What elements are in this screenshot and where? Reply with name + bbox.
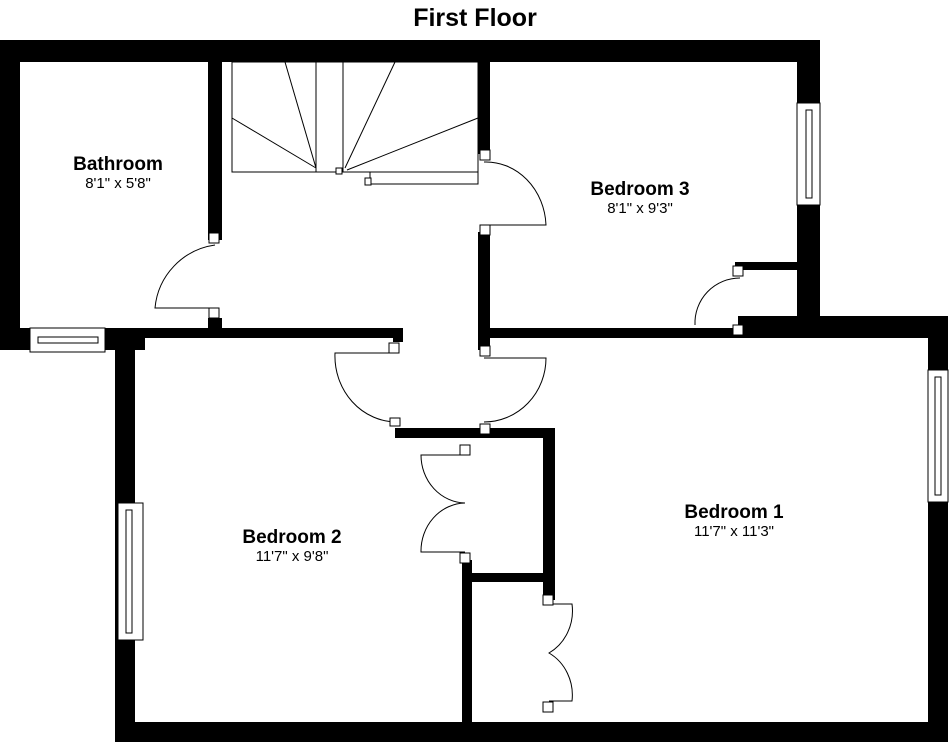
room-bedroom2: Bedroom 2 11'7" x 9'8"	[242, 527, 341, 565]
room-bathroom: Bathroom 8'1" x 5'8"	[73, 154, 163, 192]
door-cupboard-bedroom1	[542, 594, 573, 713]
room-size: 8'1" x 5'8"	[85, 175, 151, 192]
doors	[154, 149, 744, 713]
room-bedroom3: Bedroom 3 8'1" x 9'3"	[590, 179, 689, 217]
door-cupboard-bedroom2	[420, 444, 471, 564]
window-bedroom1	[927, 369, 949, 503]
door-bedroom3-cupboard	[694, 265, 744, 336]
door-bedroom1	[479, 345, 547, 435]
room-name: Bedroom 1	[684, 502, 784, 523]
floor-title: First Floor	[413, 4, 537, 32]
staircase	[231, 61, 479, 186]
window-bedroom2	[117, 502, 144, 641]
room-size: 11'7" x 9'8"	[256, 548, 329, 565]
room-size: 11'7" x 11'3"	[694, 523, 774, 540]
door-bedroom2	[334, 342, 401, 427]
room-name: Bedroom 2	[242, 527, 341, 548]
room-bedroom1: Bedroom 1 11'7" x 11'3"	[684, 502, 784, 540]
windows	[29, 102, 949, 641]
window-bathroom	[29, 327, 106, 353]
door-bathroom	[154, 232, 220, 319]
room-name: Bedroom 3	[590, 179, 689, 200]
room-name: Bathroom	[73, 154, 163, 175]
door-bedroom3	[479, 149, 547, 236]
room-size: 8'1" x 9'3"	[607, 200, 673, 217]
window-bedroom3	[796, 102, 821, 206]
